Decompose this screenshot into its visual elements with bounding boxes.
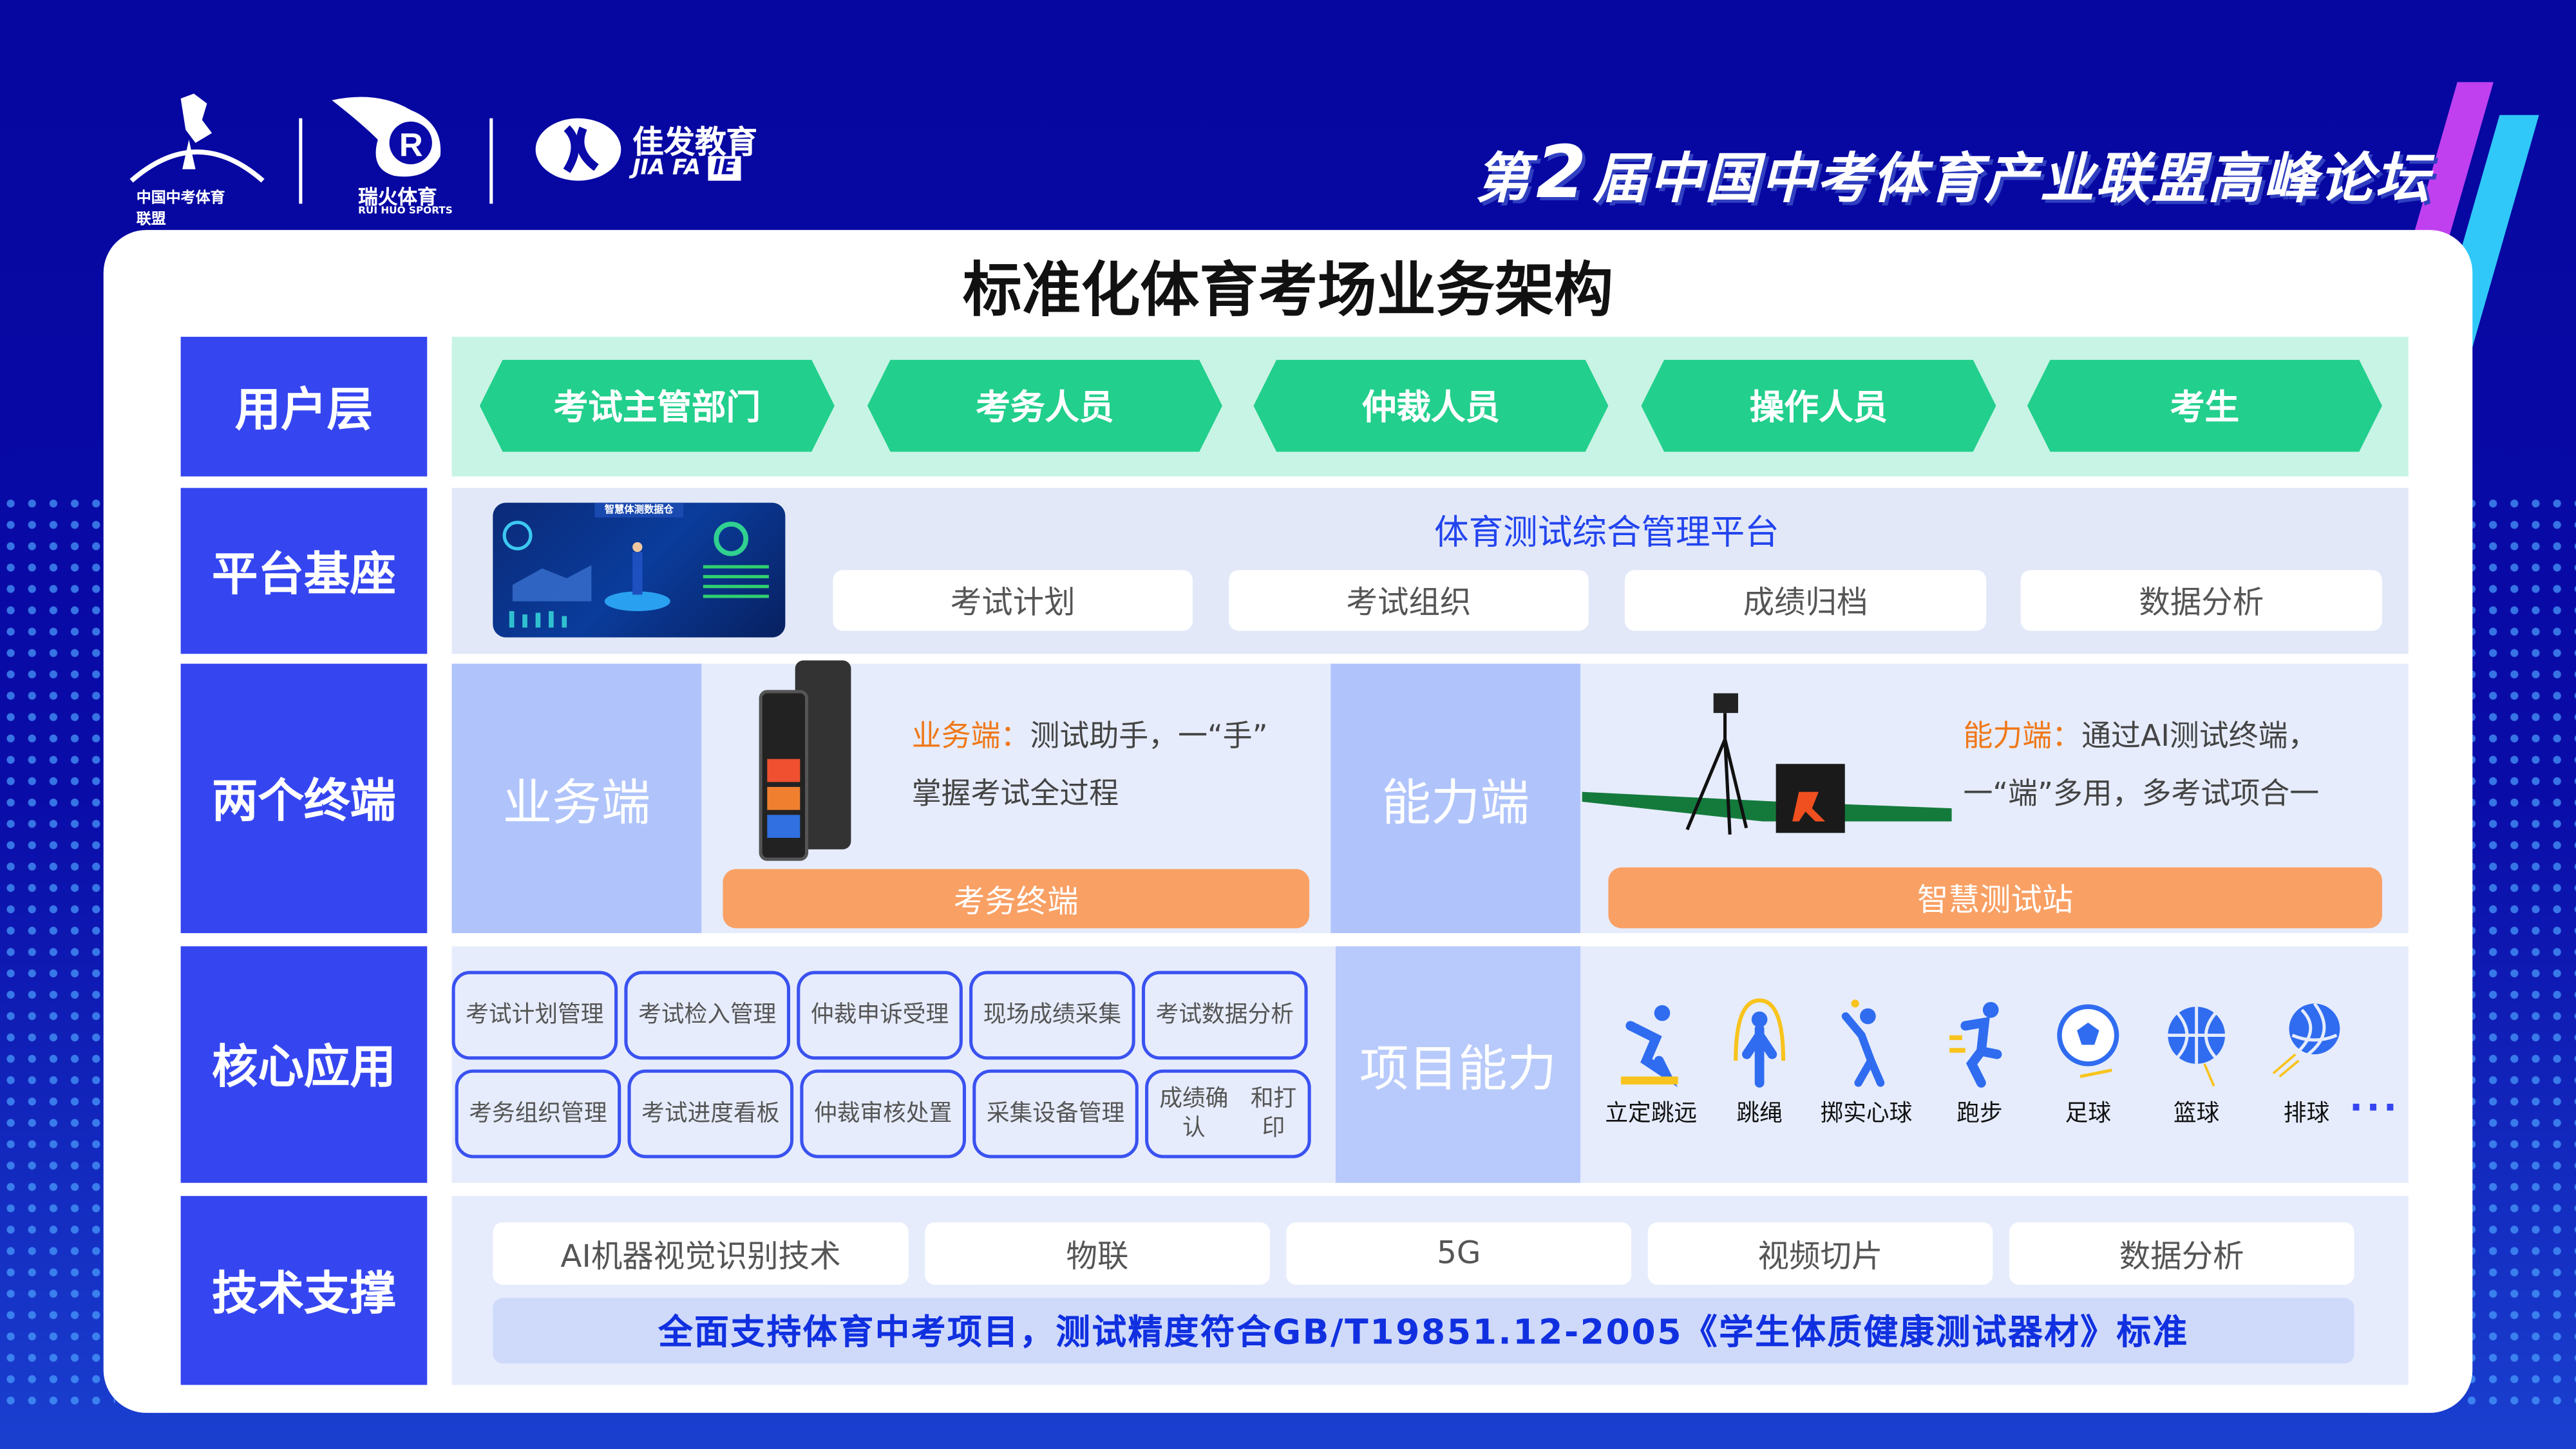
sport-item: 跳绳: [1702, 997, 1817, 1128]
sport-label: 立定跳远: [1605, 1101, 1698, 1127]
logo-divider: [299, 118, 303, 204]
app-label-line1: 考务组织: [469, 1101, 562, 1127]
sport-label: 足球: [2065, 1101, 2112, 1127]
business-terminal-label: 业务端: [451, 663, 702, 933]
standing-jump-icon: [1620, 1005, 1678, 1088]
module-data-analysis: 数据分析: [2020, 570, 2382, 631]
app-label-line1: 考试计划: [466, 1002, 558, 1028]
app-label-line1: 现场成绩: [983, 1002, 1075, 1028]
tech-5g: 5G: [1286, 1222, 1632, 1285]
sport-item: 篮球: [2139, 997, 2254, 1128]
sport-item: 掷实心球: [1809, 997, 1924, 1128]
sport-label: 掷实心球: [1820, 1101, 1913, 1127]
running-icon: [1949, 1001, 2002, 1088]
core-app-button[interactable]: 考试进度看板: [627, 1069, 794, 1159]
app-label-line2: 受理: [902, 1002, 949, 1028]
core-app-button[interactable]: 考务组织管理: [455, 1069, 621, 1159]
exam-terminal-button[interactable]: 考务终端: [723, 869, 1310, 929]
core-app-button[interactable]: 采集设备管理: [972, 1069, 1139, 1159]
handheld-terminal-image: [752, 660, 867, 866]
app-label-line2: 管理: [561, 1101, 607, 1127]
core-app-button[interactable]: 成绩确认和打印: [1145, 1069, 1311, 1159]
sport-item: 排球: [2249, 997, 2364, 1128]
volleyball-icon: [2272, 1002, 2340, 1078]
app-label-line2: 管理: [730, 1002, 777, 1028]
sport-item: 立定跳远: [1593, 997, 1709, 1128]
role-candidate: 考生: [2027, 360, 2382, 452]
module-exam-organization: 考试组织: [1229, 570, 1589, 631]
project-ability-label: 项目能力: [1335, 946, 1581, 1183]
tech-video-slicing: 视频切片: [1647, 1222, 1993, 1285]
sport-item: 足球: [2031, 997, 2146, 1128]
ability-terminal-description: 能力端：通过AI测试终端，一“端”多用，多考试项合一: [1963, 719, 2320, 812]
app-label-line2: 和打印: [1250, 1086, 1297, 1142]
tech-ai-vision: AI机器视觉识别技术: [493, 1222, 909, 1285]
dashboard-screenshot-image: 智慧体测数据仓: [493, 502, 786, 638]
dashboard-title: 智慧体测数据仓: [604, 504, 674, 516]
ability-terminal-label: 能力端: [1331, 663, 1581, 933]
ball-throw-icon: [1841, 999, 1885, 1087]
layer-label-terminals: 两个终端: [180, 663, 428, 933]
sport-label: 跳绳: [1736, 1101, 1783, 1127]
app-label-line1: 仲裁申诉: [810, 1002, 903, 1028]
core-app-button[interactable]: 考试数据分析: [1141, 971, 1308, 1060]
role-arbitrator: 仲裁人员: [1253, 360, 1608, 452]
core-app-button[interactable]: 考试计划管理: [451, 971, 618, 1060]
app-label-line2: 管理: [558, 1002, 604, 1028]
sport-item: 跑步: [1922, 997, 2038, 1128]
football-icon: [2057, 1004, 2119, 1079]
sport-label: 篮球: [2173, 1101, 2220, 1127]
dot-pattern-left: [0, 493, 115, 1413]
sport-label: 排球: [2283, 1101, 2330, 1127]
core-app-button[interactable]: 现场成绩采集: [969, 971, 1135, 1060]
core-app-button[interactable]: 仲裁申诉受理: [797, 971, 963, 1060]
logo-jiafa-education: 佳发教育 JIA FA IE: [534, 115, 781, 189]
more-sports-ellipsis: ...: [2349, 1079, 2401, 1121]
app-label-line2: 处置: [905, 1101, 952, 1127]
sport-items: 立定跳远 跳绳 掷实心球 跑步 足球 篮球 排球...: [1586, 997, 2407, 1128]
app-label-line2: 看板: [734, 1101, 780, 1127]
core-app-button[interactable]: 考试检入管理: [624, 971, 791, 1060]
app-label-line2: 采集: [1075, 1002, 1122, 1028]
basketball-icon: [2168, 1007, 2226, 1087]
app-label-line2: 分析: [1247, 1002, 1294, 1028]
platform-title: 体育测试综合管理平台: [1434, 512, 1779, 553]
logo-divider: [489, 118, 493, 204]
role-exam-staff: 考务人员: [867, 360, 1222, 452]
page-title: 标准化体育考场业务架构: [962, 258, 1614, 326]
layer-label-core: 核心应用: [180, 946, 428, 1183]
standard-compliance-banner: 全面支持体育中考项目，测试精度符合GB/T19851.12-2005《学生体质健…: [493, 1298, 2354, 1364]
smart-test-station-image: [1582, 690, 1960, 846]
tech-iot: 物联: [925, 1222, 1270, 1285]
tech-data-analysis: 数据分析: [2009, 1222, 2354, 1285]
role-exam-authority: 考试主管部门: [480, 360, 835, 452]
app-label-line2: 管理: [1078, 1101, 1125, 1127]
module-score-archive: 成绩归档: [1624, 570, 1987, 631]
logo-zhongkao-alliance: 中国中考体育联盟: [123, 90, 271, 229]
role-operator: 操作人员: [1641, 360, 1996, 452]
logo-ruihuo-sports: R 瑞火体育 RUI HUO SPORTS: [328, 90, 460, 222]
app-label-line1: 成绩确认: [1159, 1086, 1229, 1142]
jump-rope-icon: [1734, 998, 1786, 1088]
layer-label-platform: 平台基座: [180, 488, 428, 654]
business-terminal-description: 业务端：测试助手，一“手”掌握考试全过程: [911, 719, 1268, 812]
module-exam-plan: 考试计划: [833, 570, 1193, 631]
app-label-line1: 考试检入: [638, 1002, 730, 1028]
sport-label: 跑步: [1956, 1101, 2003, 1127]
layer-label-tech: 技术支撑: [180, 1196, 428, 1385]
architecture-card: 标准化体育考场业务架构 用户层 平台基座 两个终端 核心应用 技术支撑 考试主管…: [103, 230, 2473, 1413]
app-label-line1: 考试数据: [1155, 1002, 1248, 1028]
smart-test-station-button[interactable]: 智慧测试站: [1608, 867, 2382, 929]
dot-pattern-right: [2461, 493, 2576, 1413]
app-label-line1: 仲裁审核: [814, 1101, 906, 1127]
app-label-line1: 考试进度: [641, 1101, 734, 1127]
app-label-line1: 采集设备: [986, 1101, 1079, 1127]
svg-text:R: R: [399, 126, 423, 163]
layer-label-user: 用户层: [180, 336, 428, 477]
core-app-button[interactable]: 仲裁审核处置: [800, 1069, 966, 1159]
